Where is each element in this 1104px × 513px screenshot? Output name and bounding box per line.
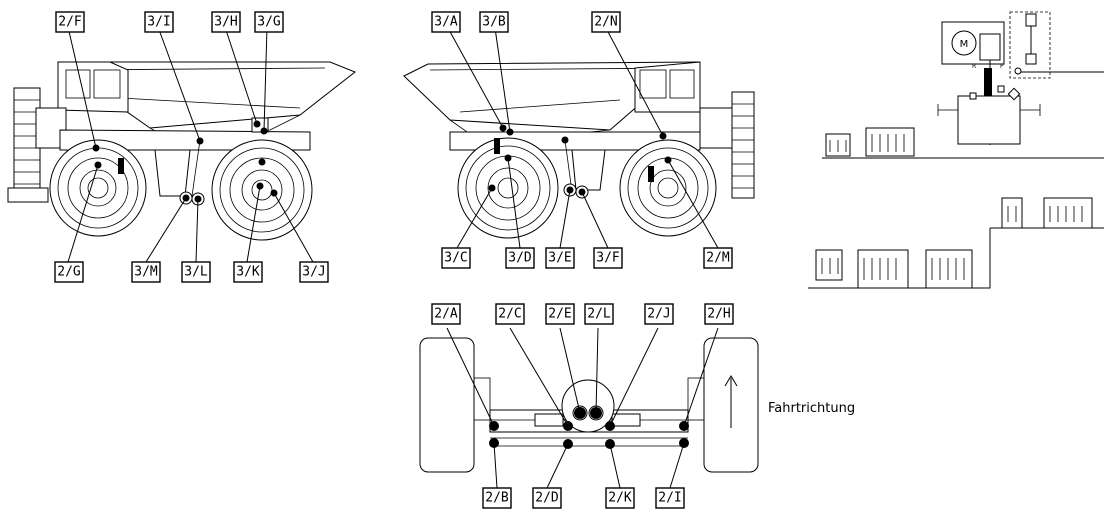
label-text: 2/M [706,251,730,266]
label-3-j: 3/J [299,261,329,283]
axle-top-view: Fahrtrichtung [419,337,855,473]
label-2-b: 2/B [482,487,512,509]
label-3-f: 3/F [593,247,623,269]
label-text: 2/E [548,307,571,322]
label-3-l: 3/L [181,261,211,283]
label-text: 2/I [658,491,681,506]
label-text: 3/M [134,265,158,280]
label-2-d: 2/D [532,487,562,509]
direction-label: Fahrtrichtung [768,401,855,416]
label-3-h: 3/H [211,11,241,33]
rear-wheel-left [211,139,313,241]
label-2-l: 2/L [584,303,614,325]
hydraulic-schematic: M R P [808,11,1104,289]
label-2-g: 2/G [54,261,84,283]
label-text: 2/C [498,307,521,322]
label-text: 3/K [236,265,260,280]
leader-lines-right [447,27,719,249]
label-2-j: 2/J [644,303,674,325]
label-text: 3/L [184,265,208,280]
rear-wheel-right [457,137,559,239]
label-text: 2/B [485,491,509,506]
pump-p-label: P [1000,63,1004,70]
front-wheel-left [49,139,147,237]
label-text: 3/F [596,251,620,266]
label-text: 3/D [508,251,532,266]
front-wheel-right [619,139,717,237]
motor-label: M [960,39,969,50]
label-2-n: 2/N [591,11,621,33]
label-3-k: 3/K [233,261,263,283]
label-2-c: 2/C [495,303,525,325]
label-3-d: 3/D [505,247,535,269]
leader-lines-left [67,26,314,263]
label-text: 2/K [608,491,632,506]
label-text: 2/F [58,15,82,30]
label-2-h: 2/H [704,303,734,325]
leader-lines-axle [446,327,719,489]
label-text: 3/A [434,15,458,30]
label-3-c: 3/C [441,247,471,269]
label-3-g: 3/G [254,11,284,33]
label-3-b: 3/B [479,11,509,33]
label-text: 2/J [647,307,670,322]
label-2-m: 2/M [703,247,733,269]
label-2-e: 2/E [545,303,575,325]
label-2-f: 2/F [55,11,85,33]
label-3-m: 3/M [131,261,161,283]
label-text: 3/C [444,251,467,266]
label-2-i: 2/I [655,487,685,509]
label-text: 3/E [548,251,571,266]
direction-arrow-icon [724,375,738,428]
label-3-e: 3/E [545,247,575,269]
label-text: 2/A [434,307,458,322]
label-text: 2/H [707,307,730,322]
label-text: 2/D [535,491,559,506]
label-text: 2/G [57,265,81,280]
label-3-i: 3/I [144,11,174,33]
label-text: 3/H [214,15,237,30]
label-text: 3/B [482,15,506,30]
pump-r-label: R [972,63,976,70]
label-2-k: 2/K [605,487,635,509]
label-2-a: 2/A [431,303,461,325]
label-text: 2/N [594,15,617,30]
label-text: 3/J [302,265,325,280]
label-text: 2/L [587,307,611,322]
truck-side-view-left [7,61,356,241]
truck-side-view-right [403,61,755,239]
label-text: 3/I [147,15,170,30]
label-text: 3/G [257,15,281,30]
label-3-a: 3/A [431,11,461,33]
